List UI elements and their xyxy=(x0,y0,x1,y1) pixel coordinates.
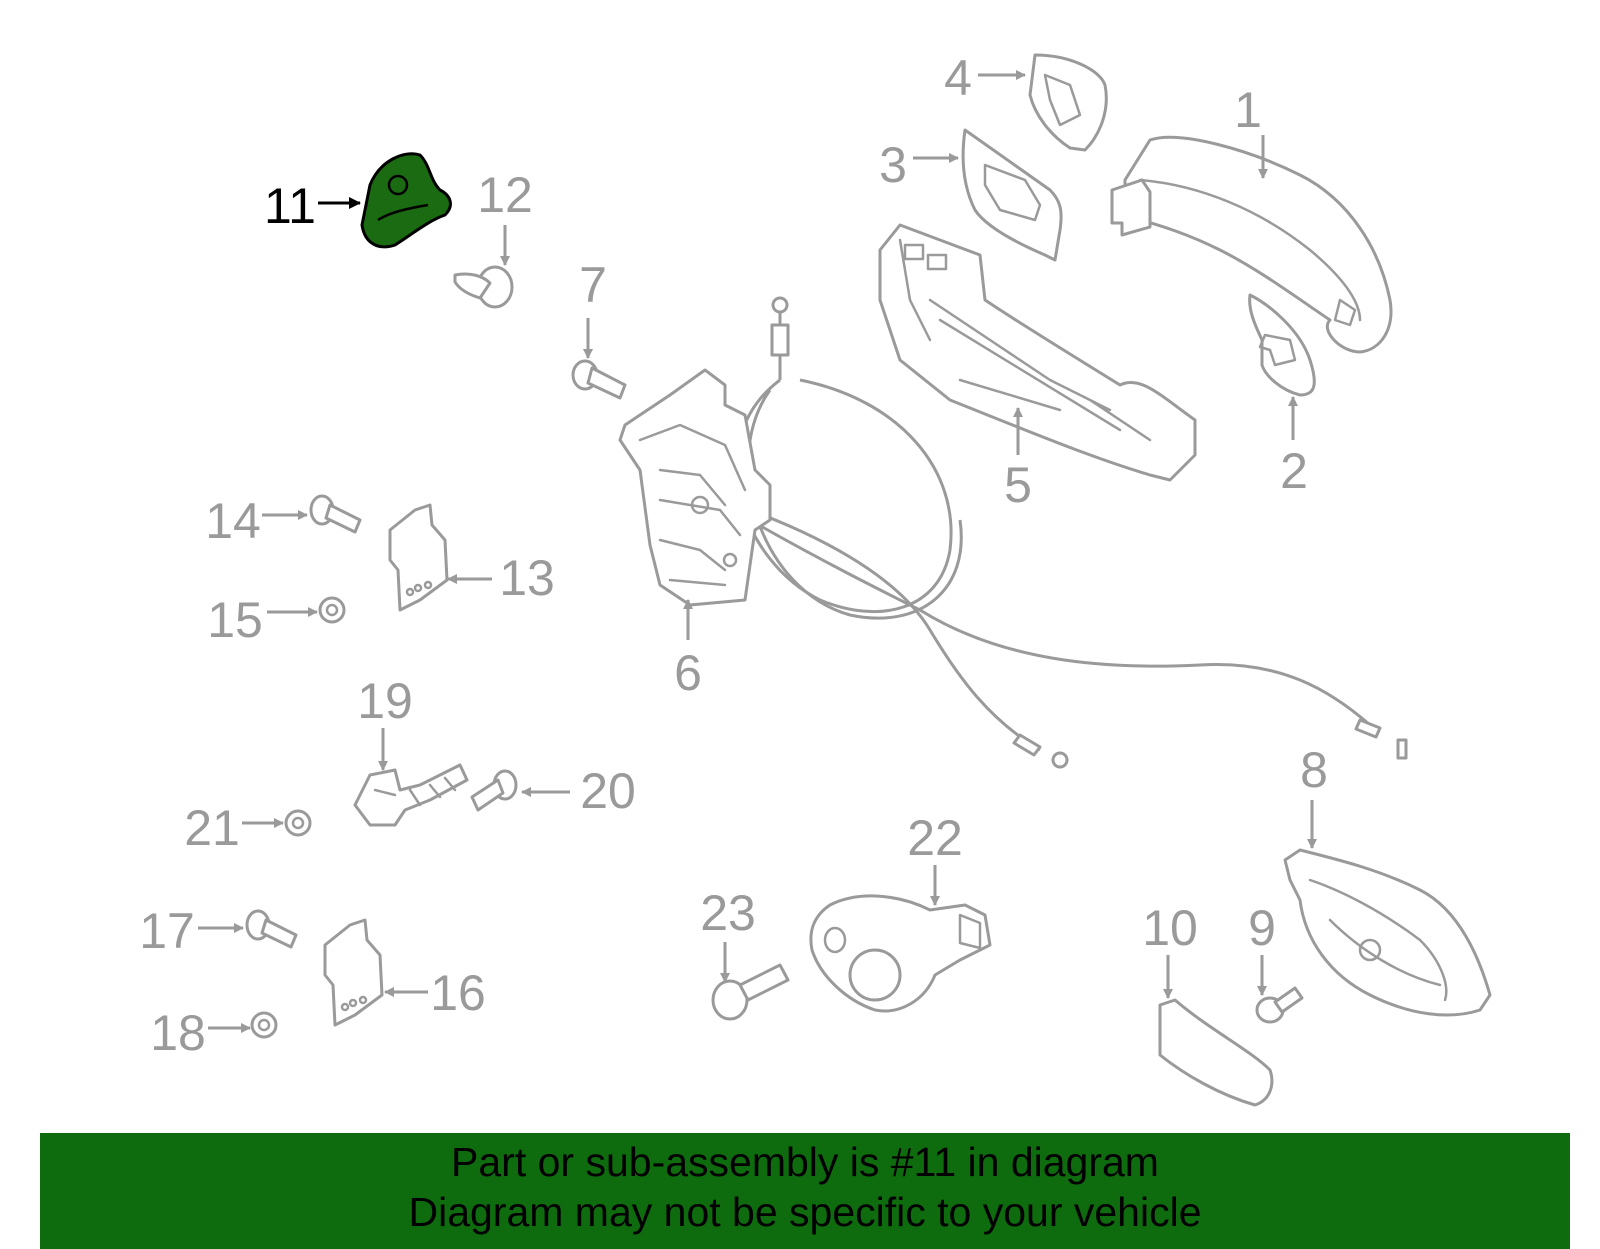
part-6-door-latch xyxy=(618,368,772,607)
callout-3: 3 xyxy=(879,137,907,193)
callout-7: 7 xyxy=(579,257,607,313)
callout-14: 14 xyxy=(205,493,261,549)
callout-5: 5 xyxy=(1004,457,1032,513)
part-4-handle-cover xyxy=(1028,53,1108,152)
callout-1: 1 xyxy=(1234,82,1262,138)
part-22-lock-cylinder xyxy=(809,894,992,1013)
callout-8: 8 xyxy=(1300,742,1328,798)
part-13-bracket xyxy=(388,503,449,612)
info-banner: Part or sub-assembly is #11 in diagram D… xyxy=(40,1133,1570,1249)
part-14-bolt xyxy=(309,494,362,534)
banner-line-2: Diagram may not be specific to your vehi… xyxy=(408,1189,1202,1235)
callout-2: 2 xyxy=(1280,443,1308,499)
callout-16: 16 xyxy=(430,965,486,1021)
part-1-outside-handle xyxy=(1110,135,1393,354)
part-9-clip xyxy=(1255,986,1304,1024)
callout-6: 6 xyxy=(674,645,702,701)
callout-19: 19 xyxy=(357,673,413,729)
part-8-inside-handle xyxy=(1283,848,1492,1017)
callout-22: 22 xyxy=(907,810,963,866)
callout-17: 17 xyxy=(139,903,195,959)
banner-line-1: Part or sub-assembly is #11 in diagram xyxy=(451,1139,1159,1185)
callout-20: 20 xyxy=(580,763,636,819)
callout-21: 21 xyxy=(184,800,240,856)
part-7-screw xyxy=(571,359,627,400)
callout-13: 13 xyxy=(499,550,555,606)
callout-4: 4 xyxy=(944,50,972,106)
part-11-highlighted xyxy=(360,152,452,249)
part-23-bolt xyxy=(711,963,790,1021)
part-3-handle-bezel xyxy=(961,128,1063,262)
callout-10: 10 xyxy=(1142,900,1198,956)
part-17-bolt xyxy=(245,909,298,949)
part-20-bolt xyxy=(470,769,518,812)
part-15-nut xyxy=(318,596,346,624)
part-5-handle-frame xyxy=(878,223,1197,482)
callout-12: 12 xyxy=(477,167,533,223)
part-18-nut xyxy=(250,1011,278,1039)
part-21-nut xyxy=(284,809,312,837)
callout-23: 23 xyxy=(700,885,756,941)
callouts: 1 2 3 4 5 6 7 8 9 10 11 12 13 14 15 16 1 xyxy=(139,50,1328,1061)
part-19-door-check xyxy=(353,763,469,827)
callout-11: 11 xyxy=(264,178,316,234)
callout-15: 15 xyxy=(207,592,263,648)
part-10-cover xyxy=(1158,998,1274,1107)
callout-9: 9 xyxy=(1248,900,1276,956)
part-16-bracket xyxy=(323,918,384,1027)
part-12-push-pin xyxy=(453,265,514,309)
part-2-handle-gasket xyxy=(1248,293,1316,397)
callout-18: 18 xyxy=(150,1005,206,1061)
